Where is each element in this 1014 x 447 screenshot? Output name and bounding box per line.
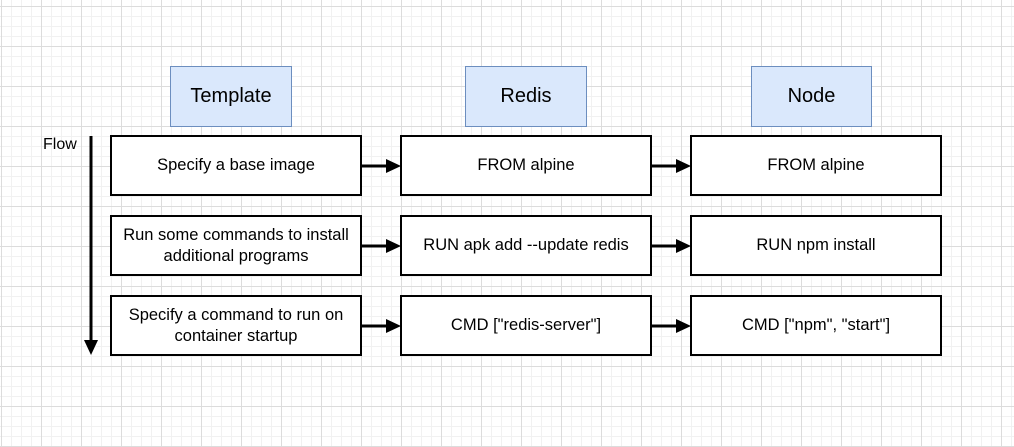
- template-run-commands-box[interactable]: Run some commands to install additional …: [110, 215, 362, 276]
- node-cmd-box[interactable]: CMD ["npm", "start"]: [690, 295, 942, 356]
- redis-cmd-box[interactable]: CMD ["redis-server"]: [400, 295, 652, 356]
- node-run-box[interactable]: RUN npm install: [690, 215, 942, 276]
- arrow-row2-template-to-redis: [362, 239, 401, 253]
- redis-from-box[interactable]: FROM alpine: [400, 135, 652, 196]
- header-redis[interactable]: Redis: [465, 66, 587, 127]
- header-node[interactable]: Node: [751, 66, 872, 127]
- template-cmd-box[interactable]: Specify a command to run on container st…: [110, 295, 362, 356]
- arrow-row1-template-to-redis: [362, 159, 401, 173]
- template-base-image-box[interactable]: Specify a base image: [110, 135, 362, 196]
- flow-label: Flow: [43, 136, 77, 153]
- arrow-row2-redis-to-node: [652, 239, 691, 253]
- arrow-row3-template-to-redis: [362, 319, 401, 333]
- arrow-row3-redis-to-node: [652, 319, 691, 333]
- flow-arrow[interactable]: [80, 130, 104, 360]
- node-from-box[interactable]: FROM alpine: [690, 135, 942, 196]
- arrow-row1-redis-to-node: [652, 159, 691, 173]
- redis-run-box[interactable]: RUN apk add --update redis: [400, 215, 652, 276]
- header-template[interactable]: Template: [170, 66, 292, 127]
